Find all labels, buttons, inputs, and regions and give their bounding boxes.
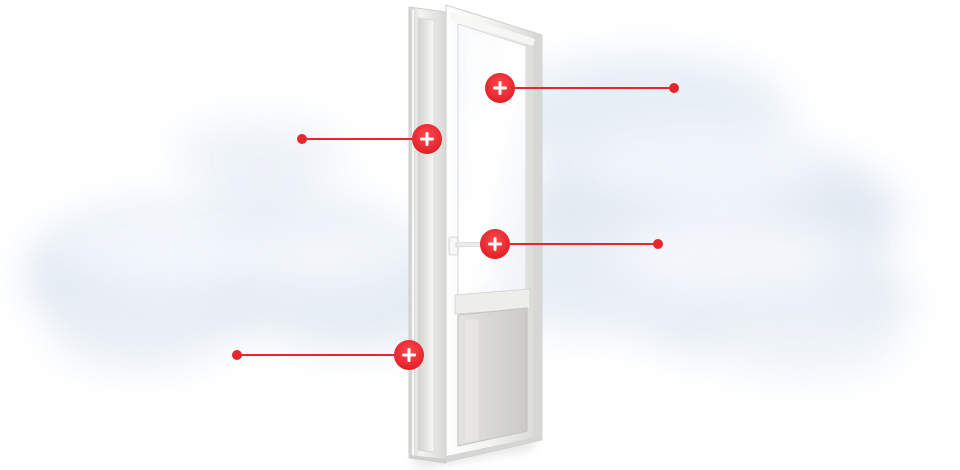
- hotspot-end-dot: [297, 134, 307, 144]
- hotspot-end-dot: [232, 350, 242, 360]
- hotspot-glass-upper[interactable]: [485, 73, 679, 103]
- hotspot-end-dot: [669, 83, 679, 93]
- feature-hotspots: [232, 73, 679, 370]
- frame-thin-highlight: [412, 10, 414, 458]
- sash-bottom-edge: [446, 436, 542, 462]
- lower-panel: [457, 307, 528, 447]
- hotspot-handle[interactable]: [480, 229, 663, 259]
- mid-transom: [454, 288, 531, 315]
- plus-icon: [488, 237, 502, 251]
- plus-icon: [493, 81, 507, 95]
- hotspot-frame-lower[interactable]: [232, 340, 424, 370]
- plus-icon: [402, 348, 416, 362]
- outer-frame-inner-edge: [417, 17, 435, 453]
- plus-icon: [420, 132, 434, 146]
- sash-top-bevel: [450, 12, 535, 46]
- hotspot-end-dot: [653, 239, 663, 249]
- hotspot-frame-left[interactable]: [297, 124, 442, 154]
- sash-right-edge: [533, 33, 542, 442]
- lower-panel-highlight: [465, 319, 478, 442]
- glass-reflection: [467, 34, 490, 288]
- door-illustration: [408, 4, 543, 464]
- frame-bottom-edge: [409, 455, 446, 463]
